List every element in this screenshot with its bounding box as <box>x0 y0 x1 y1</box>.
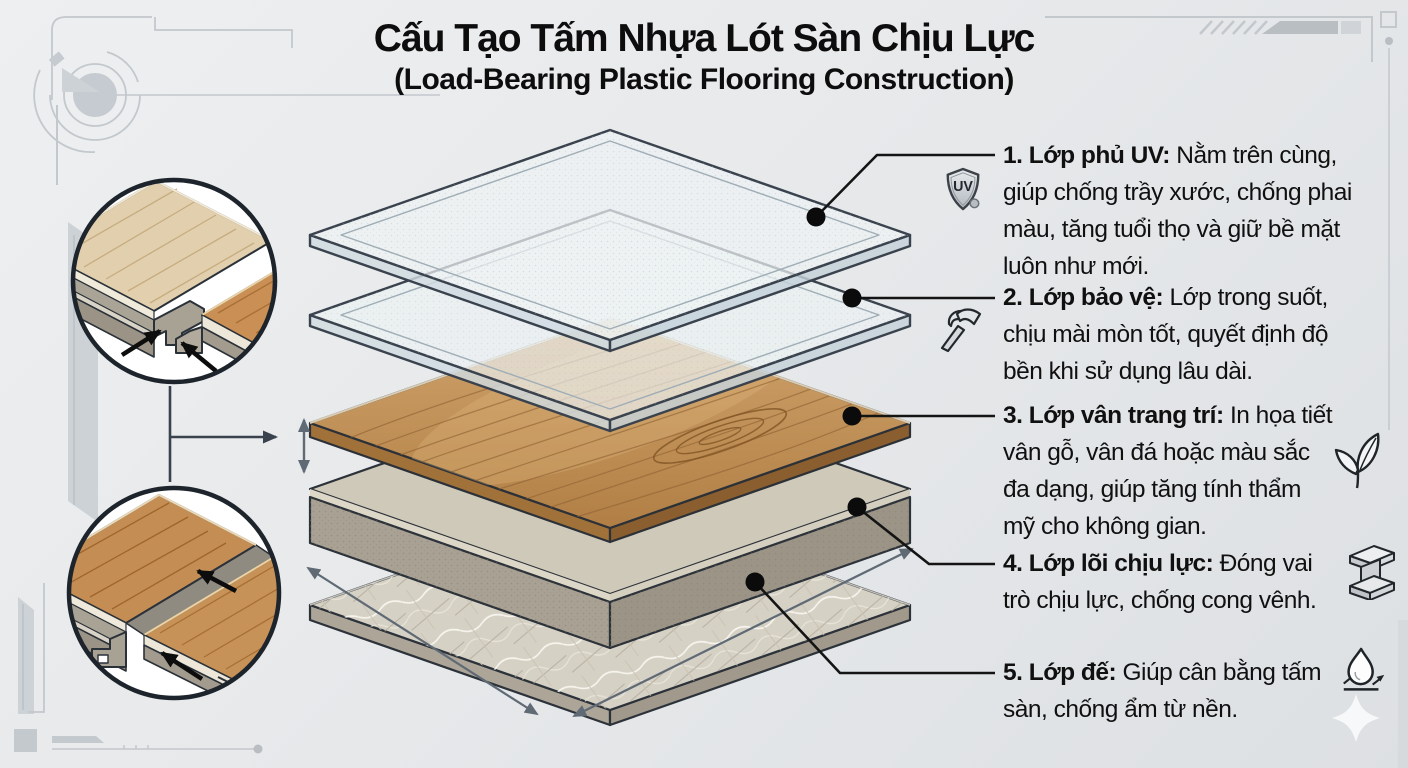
callout-dot-2 <box>842 288 862 308</box>
width-arrow-left <box>306 566 539 716</box>
water-drop-icon <box>1343 647 1385 691</box>
hammer-icon <box>940 308 982 353</box>
annotation-body: Nằm trên cùng, giúp chống trầy xước, chố… <box>1003 142 1352 280</box>
callout-dot-5 <box>745 572 765 592</box>
annotation-decor-layer: 3. Lớp vân trang trí: In họa tiết vân gỗ… <box>1003 397 1408 545</box>
i-beam-icon <box>1349 545 1395 600</box>
annotation-heading: 1. Lớp phủ UV: <box>1003 142 1170 169</box>
annotation-heading: 4. Lớp lõi chịu lực: <box>1003 550 1214 577</box>
annotation-body: Đóng vai trò chịu lực, chống cong vênh. <box>1003 550 1317 614</box>
corner-decor-bottom-left <box>14 583 263 754</box>
annotation-protective-layer: 2. Lớp bảo vệ: Lớp trong suốt, chịu mài … <box>1003 279 1408 390</box>
header: Cấu Tạo Tấm Nhựa Lót Sàn Chịu Lực (Load-… <box>0 16 1408 98</box>
leaf-icon <box>1334 432 1380 489</box>
callout-dot-1 <box>806 207 826 227</box>
click-lock-detail-bottom <box>66 485 282 701</box>
page-title: Cấu Tạo Tấm Nhựa Lót Sàn Chịu Lực <box>373 17 1036 60</box>
uv-shield-label: UV <box>953 179 973 195</box>
annotation-heading: 3. Lớp vân trang trí: <box>1003 402 1224 429</box>
annotation-uv-layer: 1. Lớp phủ UV: Nằm trên cùng, giúp chống… <box>1003 137 1408 285</box>
inset-connector-arrow <box>168 386 278 482</box>
callout-line-4 <box>856 505 995 566</box>
uv-coating-layer <box>308 128 912 353</box>
callout-line-5 <box>754 581 995 675</box>
corner-decor-bottom-right <box>1398 620 1408 768</box>
callout-dot-4 <box>847 497 867 517</box>
annotation-core-layer: 4. Lớp lõi chịu lực: Đóng vai trò chịu l… <box>1003 545 1408 619</box>
sparkle-icon <box>1332 694 1380 742</box>
corner-decor-top-right <box>1045 11 1397 430</box>
uv-shield-icon: UV <box>946 167 980 211</box>
width-arrow-right <box>572 548 914 717</box>
annotation-heading: 5. Lớp đế: <box>1003 659 1117 686</box>
annotation-base-layer: 5. Lớp đế: Giúp cân bằng tấm sàn, chống … <box>1003 654 1408 728</box>
callout-dot-3 <box>842 406 862 426</box>
page-subtitle: (Load-Bearing Plastic Flooring Construct… <box>394 63 1014 96</box>
callout-line-1 <box>815 153 995 218</box>
annotation-body: In họa tiết vân gỗ, vân đá hoặc màu sắc … <box>1003 402 1333 540</box>
annotation-heading: 2. Lớp bảo vệ: <box>1003 284 1164 311</box>
annotation-body: Giúp cân bằng tấm sàn, chống ẩm từ nền. <box>1003 659 1321 723</box>
annotation-body: Lớp trong suốt, chịu mài mòn tốt, quyết … <box>1003 284 1328 385</box>
